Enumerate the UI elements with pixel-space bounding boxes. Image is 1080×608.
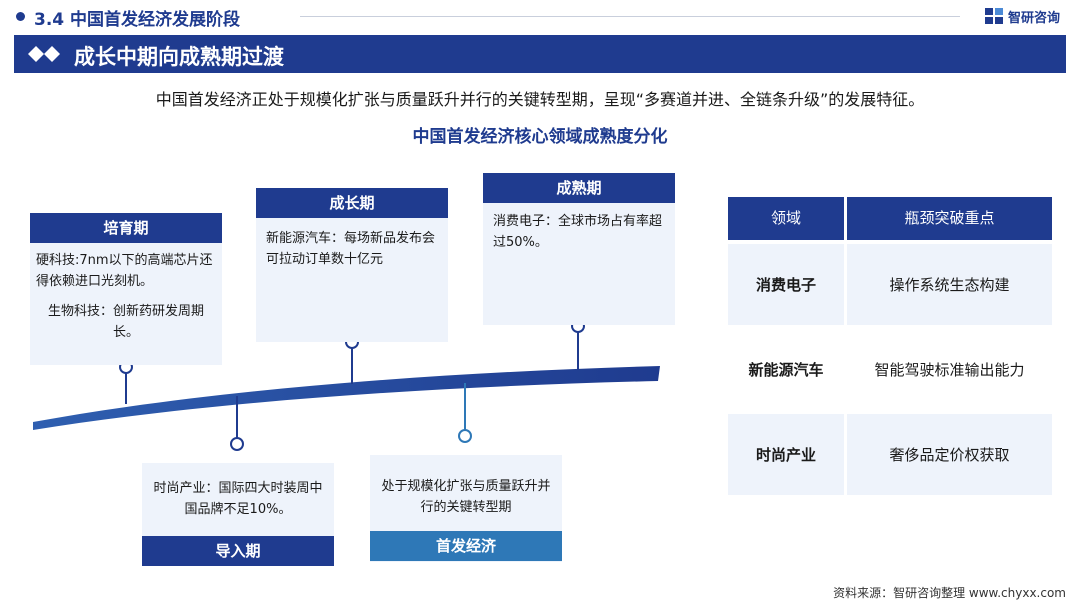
row-focus: 奢侈品定价权获取 (847, 414, 1052, 495)
row-focus: 智能驾驶标准输出能力 (874, 361, 1025, 379)
stage-introduction-text: 时尚产业：国际四大时装周中国品牌不足10%。 (153, 481, 323, 517)
stage-debut-text: 处于规模化扩张与质量跃升并行的关键转型期 (381, 479, 551, 515)
row-field: 新能源汽车 (748, 361, 824, 379)
stage-debut-label: 首发经济 (370, 531, 562, 561)
curve-band (33, 366, 660, 430)
row-field: 消费电子 (728, 244, 844, 325)
stage-mature-label: 成熟期 (483, 173, 675, 203)
stage-growth-text: 新能源汽车：每场新品发布会可拉动订单数十亿元 (266, 231, 436, 267)
stage-incubation-text-1: 硬科技:7nm以下的高端芯片还得依赖进口光刻机。 (36, 253, 213, 289)
top-header: 3.4 中国首发经济发展阶段 智研咨询 (0, 0, 1080, 32)
row-field: 时尚产业 (728, 414, 844, 495)
node-introduction (230, 437, 244, 451)
logo-text: 智研咨询 (1008, 10, 1061, 26)
stage-incubation-text-2: 生物科技：创新药研发周期长。 (47, 304, 204, 340)
zhiyan-logo-icon (985, 8, 1003, 24)
table-row: 时尚产业 奢侈品定价权获取 (728, 414, 1052, 495)
header-divider (300, 16, 960, 17)
chart-title: 中国首发经济核心领域成熟度分化 (412, 127, 668, 147)
brand-logo: 智研咨询 (984, 6, 1060, 26)
stage-mature-text: 消费电子：全球市场占有率超过50%。 (493, 214, 663, 250)
stage-growth-label: 成长期 (256, 188, 448, 218)
node-debut (458, 429, 472, 443)
header-focus: 瓶颈突破重点 (847, 197, 1052, 240)
bottleneck-table: 领域 瓶颈突破重点 消费电子 操作系统生态构建 新能源汽车 智能驾驶标准输出能力… (728, 197, 1052, 495)
diamond-icon (28, 46, 60, 62)
source-note: 资料来源：智研咨询整理 www.chyxx.com (833, 586, 1066, 600)
intro-text: 中国首发经济正处于规模化扩张与质量跃升并行的关键转型期，呈现“多赛道并进、全链条… (155, 90, 925, 109)
table-row: 新能源汽车 智能驾驶标准输出能力 (728, 329, 1052, 410)
row-focus: 操作系统生态构建 (847, 244, 1052, 325)
header-field: 领域 (728, 197, 844, 240)
table-header: 领域 瓶颈突破重点 (728, 197, 1052, 240)
section-title: 3.4 中国首发经济发展阶段 (34, 10, 241, 30)
stage-introduction-label: 导入期 (142, 536, 334, 566)
title-banner: 成长中期向成熟期过渡 (14, 35, 1066, 73)
stage-incubation-label: 培育期 (30, 213, 222, 243)
bullet-dot-icon (16, 12, 25, 21)
banner-title: 成长中期向成熟期过渡 (74, 45, 284, 69)
table-row: 消费电子 操作系统生态构建 (728, 244, 1052, 325)
